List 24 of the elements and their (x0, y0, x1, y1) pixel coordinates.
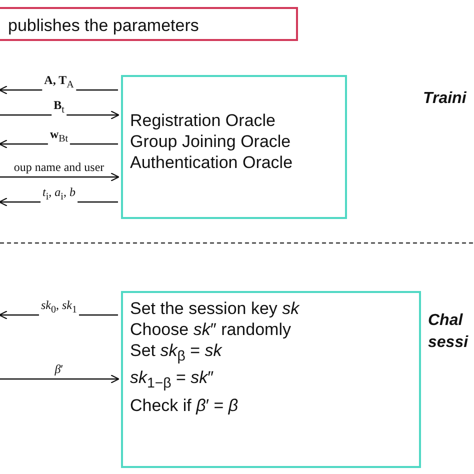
text-line: Set sk$_{β}$ = sk (130, 340, 224, 366)
phase-label: Chal sessi (428, 311, 470, 353)
edge-label: t$_{i}$, a$_{i}$, b (40, 185, 78, 204)
text-line: Group Joining Oracle (130, 131, 292, 152)
edge-label: oup name and user (12, 160, 106, 174)
text-line: Choose sk″ randomly (130, 319, 292, 340)
arrow (0, 110, 120, 120)
arrow (0, 374, 120, 384)
arrow (0, 172, 120, 182)
edge-label: sk$_{0}$, sk$_{1}$ (39, 298, 79, 318)
edge-label: B$_{t}$ (52, 98, 66, 118)
phase-label: Traini (423, 89, 466, 109)
text-line: publishes the parameters (8, 15, 200, 36)
edge-label: β′ (52, 362, 66, 376)
text-line: Authentication Oracle (130, 152, 294, 173)
arrow (0, 139, 118, 149)
text-line: Check if β′ = β (130, 394, 240, 416)
text-line: Registration Oracle (130, 110, 277, 131)
text-line: sk$_{1−β}$ = sk″ (130, 367, 215, 394)
edge-label: A, T$_{A}$ (42, 73, 76, 92)
process-box (0, 7, 298, 41)
text-line: Set the session key sk (130, 298, 301, 319)
oracle-box (121, 75, 347, 219)
challenge-box (121, 291, 421, 468)
